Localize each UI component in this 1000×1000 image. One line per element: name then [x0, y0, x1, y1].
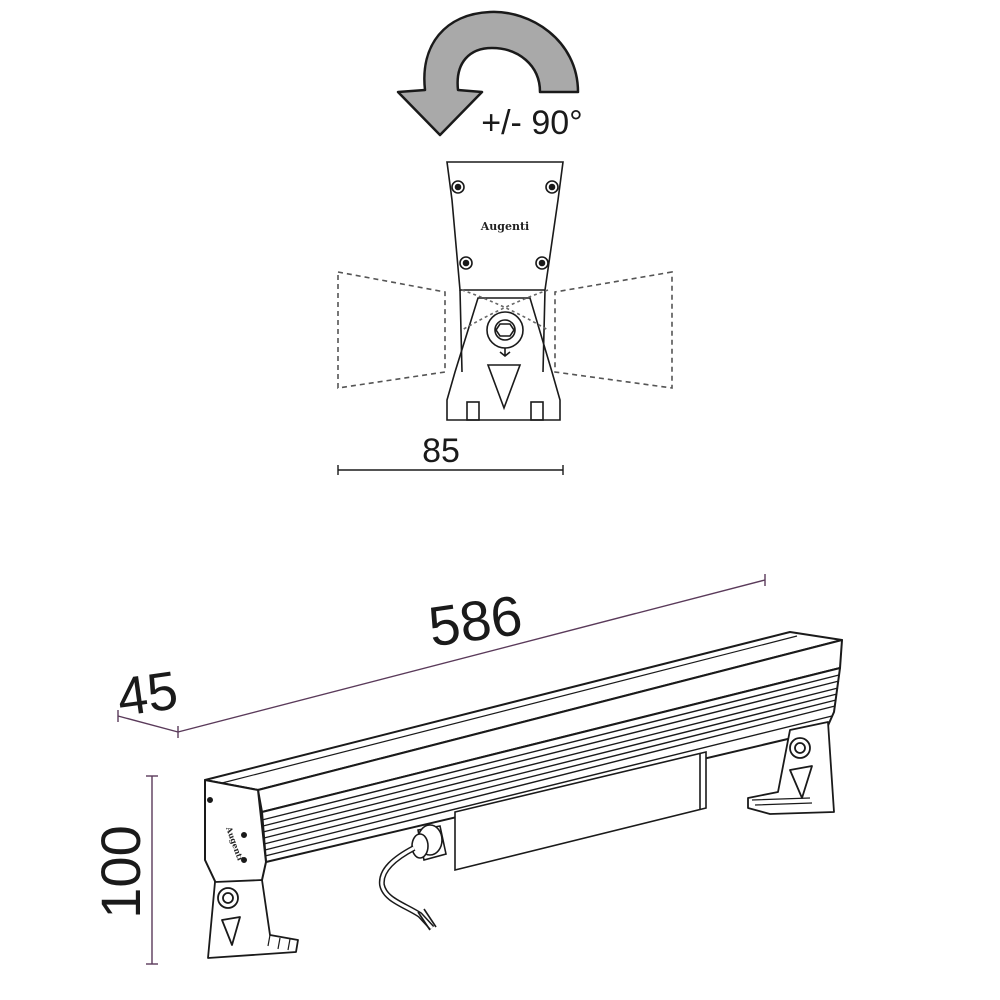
bracket-arrow-cutout: [486, 364, 522, 411]
rotation-label: +/- 90°: [481, 104, 583, 142]
front-view: [337, 161, 673, 421]
luminaire-body: [204, 631, 843, 909]
rotation-arrow-shape: [396, 10, 580, 137]
mounting-bracket: [446, 297, 561, 421]
hex-bolt-icon: [495, 323, 515, 337]
screw-icon: [545, 180, 559, 194]
rotated-position-right: [554, 271, 673, 389]
foot-slot: [530, 401, 544, 421]
width-dimension: [337, 465, 564, 475]
height-dimension: [146, 775, 158, 965]
driver-box: [454, 750, 707, 872]
brand-logo: Augenti: [480, 220, 529, 233]
left-bracket: [207, 879, 299, 959]
depth-dimension-label: 45: [114, 660, 182, 728]
right-bracket: [747, 721, 835, 815]
pivot-knob: [486, 311, 524, 349]
cable-gland: [378, 824, 447, 931]
screw-icon: [459, 256, 473, 270]
screw-icon: [451, 180, 465, 194]
height-dimension-label: 100: [89, 825, 152, 918]
width-dimension-label: 85: [422, 432, 460, 470]
depth-dimension: [117, 710, 179, 733]
length-dimension-label: 586: [425, 583, 526, 658]
screw-icon: [535, 256, 549, 270]
rotated-position-left: [337, 271, 446, 389]
rotation-arrow: [396, 10, 580, 137]
foot-slot: [466, 401, 480, 421]
